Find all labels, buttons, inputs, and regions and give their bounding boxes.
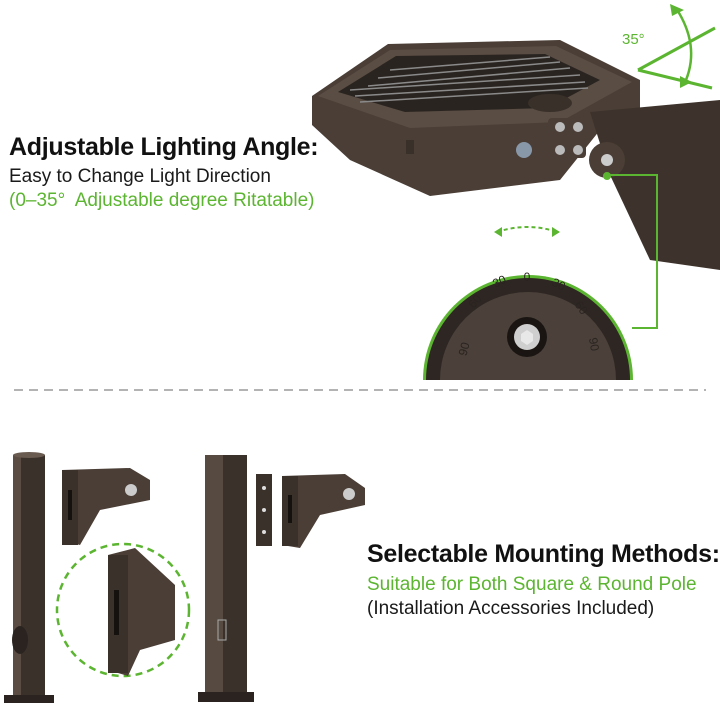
note-adjustable-degree: (0–35° Adjustable degree Ritatable) xyxy=(9,190,315,211)
round-pole xyxy=(4,452,54,703)
heading-mounting-methods: Selectable Mounting Methods: xyxy=(367,540,720,568)
street-light-fixture xyxy=(312,40,720,270)
angle-indicator-icon xyxy=(637,4,716,90)
dial-mark: 0 xyxy=(524,270,531,284)
angle-dial: 90 60 30 0 30 60 90 xyxy=(423,226,633,380)
square-pole xyxy=(198,455,254,702)
mounting-bracket-square xyxy=(282,474,365,548)
heading-adjustable-angle: Adjustable Lighting Angle: xyxy=(9,133,319,161)
angle-label: 35° xyxy=(622,31,645,48)
bracket-detail-circle xyxy=(55,542,191,678)
mounting-bracket-round xyxy=(62,468,150,545)
dial-mark: 30 xyxy=(550,275,568,293)
dial-mark: 90 xyxy=(456,340,473,357)
dial-mark: 30 xyxy=(490,272,508,290)
dial-mark: 90 xyxy=(586,337,602,353)
callout-line xyxy=(608,174,658,329)
adapter-plate xyxy=(256,474,272,546)
subtitle-light-direction: Easy to Change Light Direction xyxy=(9,166,271,187)
note-accessories: (Installation Accessories Included) xyxy=(367,598,655,619)
subtitle-pole-compat: Suitable for Both Square & Round Pole xyxy=(367,574,697,595)
